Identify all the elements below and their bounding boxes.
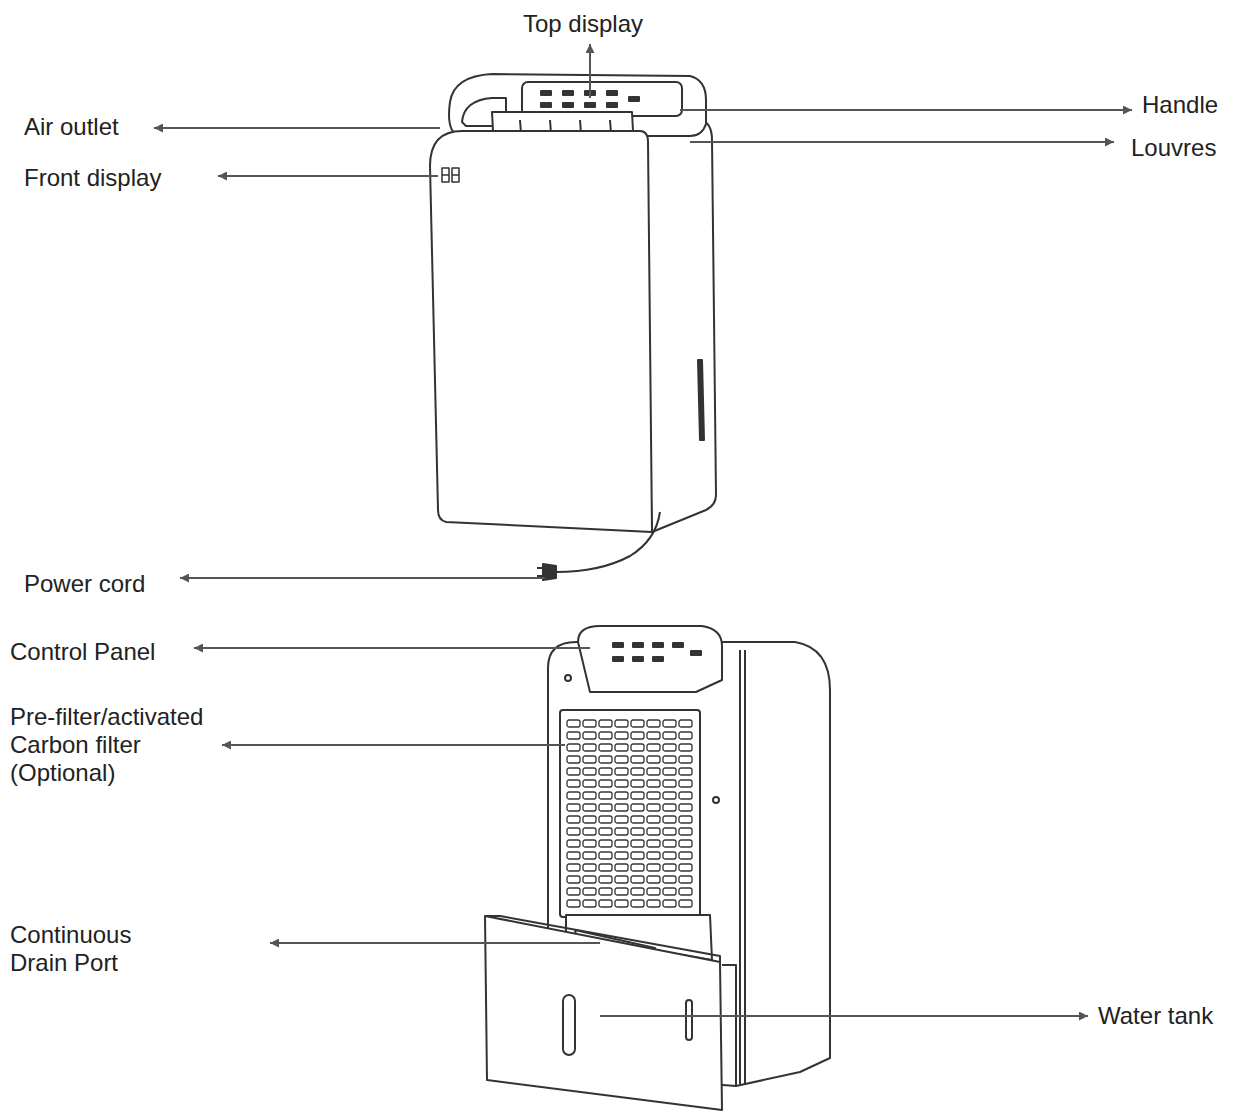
display-segment bbox=[442, 174, 449, 176]
leader-lines bbox=[154, 44, 1132, 1016]
filter-grille bbox=[566, 718, 694, 910]
water-tank bbox=[485, 916, 722, 1110]
front-panel bbox=[430, 131, 652, 532]
tank-rim bbox=[485, 916, 720, 962]
button bbox=[632, 656, 644, 662]
leader-line bbox=[180, 577, 545, 579]
dehumidifier-front-view bbox=[430, 74, 716, 580]
part-label: Handle bbox=[1142, 91, 1218, 119]
front-display bbox=[442, 168, 459, 182]
level-window bbox=[563, 995, 575, 1055]
button bbox=[628, 96, 640, 102]
dehumidifier-rear-view bbox=[485, 626, 830, 1110]
panel-buttons bbox=[612, 642, 702, 662]
filter-frame bbox=[560, 710, 700, 917]
leader-line bbox=[690, 141, 1114, 143]
button bbox=[584, 102, 596, 108]
button bbox=[652, 642, 664, 648]
tank-slot bbox=[686, 1000, 692, 1040]
display-segment bbox=[452, 174, 459, 176]
control-panel bbox=[578, 626, 722, 692]
leader-line bbox=[680, 109, 1132, 111]
part-label: Continuous Drain Port bbox=[10, 921, 160, 977]
button bbox=[612, 642, 624, 648]
button bbox=[672, 642, 684, 648]
part-label: Front display bbox=[24, 164, 161, 192]
leader-line bbox=[589, 44, 591, 98]
button bbox=[606, 90, 618, 96]
screw bbox=[565, 675, 571, 681]
tank-side bbox=[722, 965, 736, 1086]
top-display-panel bbox=[522, 82, 682, 116]
button bbox=[540, 102, 552, 108]
part-label: Control Panel bbox=[10, 638, 155, 666]
button bbox=[562, 90, 574, 96]
leader-line bbox=[154, 127, 440, 129]
button bbox=[632, 642, 644, 648]
part-label: Water tank bbox=[1098, 1002, 1213, 1030]
leader-line bbox=[194, 647, 590, 649]
button bbox=[612, 656, 624, 662]
screw bbox=[713, 797, 719, 803]
button bbox=[562, 102, 574, 108]
display-digit bbox=[452, 168, 459, 182]
part-label: Pre-filter/activated Carbon filter (Opti… bbox=[10, 703, 225, 787]
body-edge bbox=[740, 650, 745, 1084]
power-cord bbox=[556, 512, 660, 572]
button bbox=[540, 90, 552, 96]
leader-line bbox=[600, 1015, 1088, 1017]
display-digit bbox=[442, 168, 449, 182]
leader-line bbox=[222, 744, 565, 746]
button bbox=[690, 650, 702, 656]
part-label: Louvres bbox=[1131, 134, 1216, 162]
button bbox=[606, 102, 618, 108]
leader-line bbox=[218, 175, 438, 177]
leader-line bbox=[270, 942, 600, 944]
part-label: Power cord bbox=[24, 570, 145, 598]
part-label: Air outlet bbox=[24, 113, 119, 141]
part-label: Top display bbox=[523, 10, 643, 38]
plug-pins bbox=[537, 568, 543, 576]
button bbox=[652, 656, 664, 662]
side-slot bbox=[698, 360, 704, 440]
